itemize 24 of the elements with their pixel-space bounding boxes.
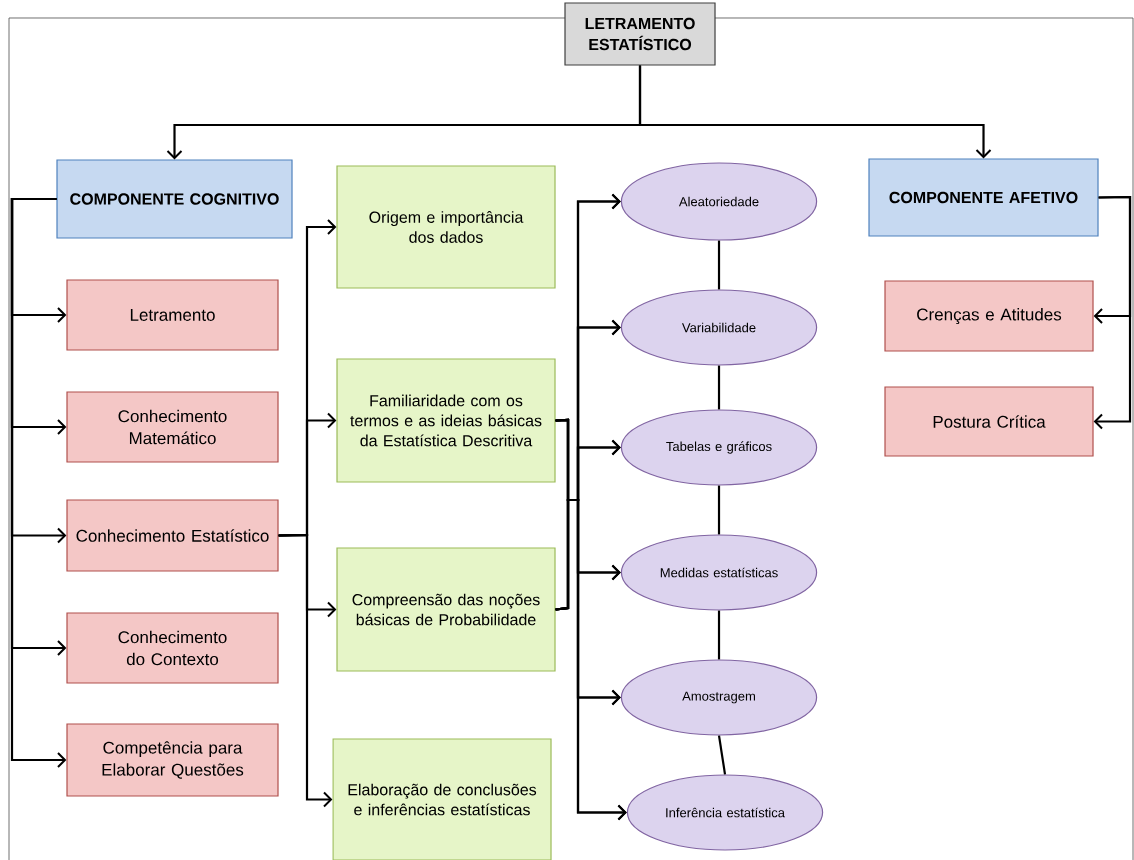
topic-box: Conhecimento Estatístico [66, 499, 279, 572]
arrow [10, 197, 67, 768]
connector-line [717, 365, 721, 410]
topic-box: Letramento [66, 279, 279, 351]
arrow [555, 498, 627, 821]
connector-line [717, 485, 721, 535]
connector-line [717, 240, 721, 290]
idea-box: Familiaridade com os termos e as ideias básicas da Estatística Descritiva [336, 358, 556, 483]
component-box: COMPONENTE COGNITIVO [56, 159, 293, 239]
connector-line [717, 610, 721, 660]
topic-box: Crenças e Atitudes [884, 280, 1094, 352]
idea-box: Compreensão das noções básicas de Probabilidade [336, 547, 556, 672]
arrow [278, 533, 333, 808]
topic-box: Competência para Elaborar Questões [66, 723, 279, 797]
component-box: COMPONENTE AFETIVO [868, 158, 1099, 237]
topic-box: Conhecimento do Contexto [66, 612, 279, 684]
topic-box: Conhecimento Matemático [66, 391, 279, 463]
arrow [638, 65, 992, 159]
idea-box: Origem e importância dos dados [336, 165, 556, 289]
connector-line [717, 735, 727, 775]
header-box: LETRAMENTO ESTATÍSTICO [564, 2, 716, 66]
arrow [1093, 195, 1132, 430]
topic-box: Postura Crítica [884, 386, 1094, 457]
idea-box: Elaboração de conclusões e inferências estatísticas [332, 738, 552, 860]
